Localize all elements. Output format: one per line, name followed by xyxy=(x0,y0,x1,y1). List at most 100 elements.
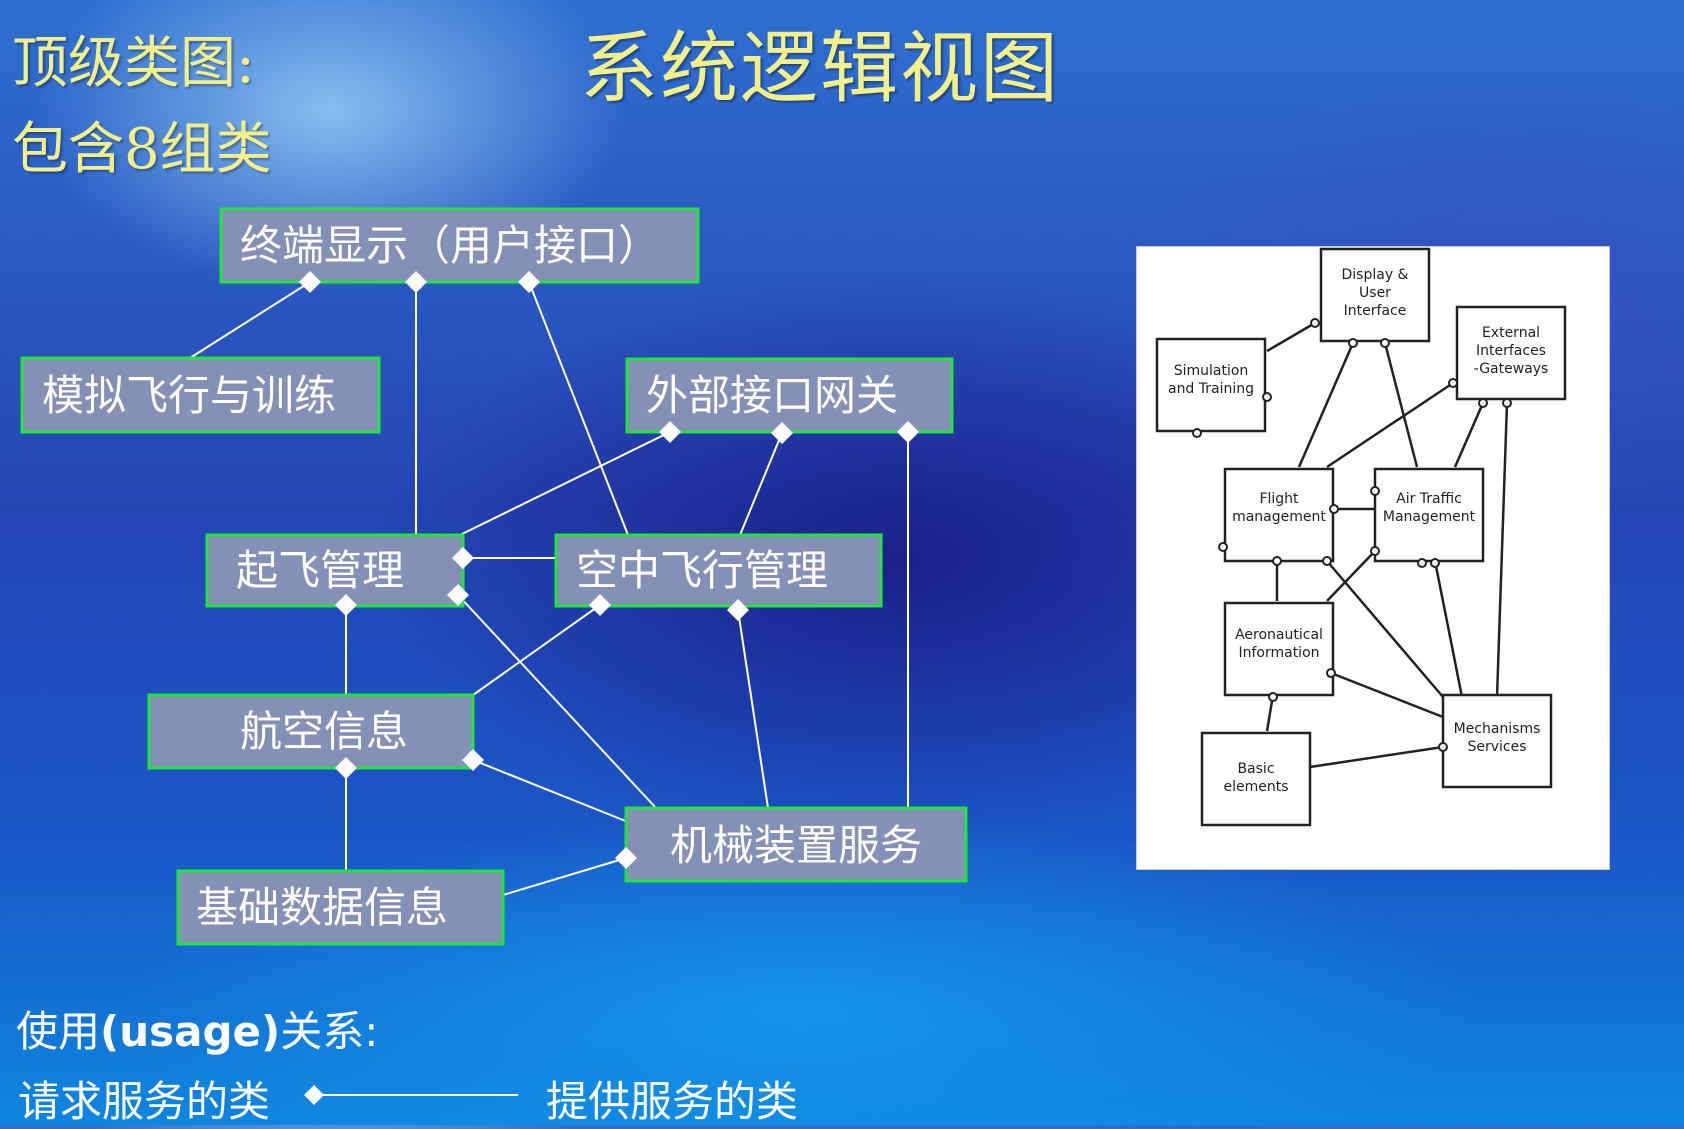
class-diagram: 终端显示（用户接口） 模拟飞行与训练 外部接口网关 起飞管理 空中飞行管理 航空… xyxy=(20,207,968,946)
ref-label-aero-2: Information xyxy=(1238,645,1319,661)
ref-box-mechanisms xyxy=(1441,693,1553,789)
legend-provider-label: 提供服务的类 xyxy=(546,1077,799,1126)
node-label-basic: 基础数据信息 xyxy=(196,883,448,932)
ref-line-1 xyxy=(1266,321,1316,353)
ref-box-display xyxy=(1319,247,1431,343)
ref-label-mechanisms-1: Mechanisms xyxy=(1454,721,1541,737)
ref-line-4 xyxy=(1326,381,1454,469)
connector-inflight-gateway xyxy=(739,432,783,536)
legend-title-usage: (usage) xyxy=(100,1007,281,1056)
diamond-aero-right xyxy=(462,749,484,771)
node-label-inflight: 空中飞行管理 xyxy=(576,546,828,595)
node-mechanism: 机械装置服务 xyxy=(624,806,968,883)
reference-diagram: Display & User Interface Simulation and … xyxy=(1155,247,1567,827)
diamond-takeoff-corner xyxy=(447,584,469,606)
connector-inflight-display xyxy=(528,281,629,536)
ref-port-16 xyxy=(1430,558,1440,568)
node-simulation: 模拟飞行与训练 xyxy=(20,356,381,434)
ref-label-atm-2: Management xyxy=(1383,509,1476,525)
legend-title-prefix: 使用 xyxy=(16,1007,101,1056)
ref-box-flight xyxy=(1223,467,1335,563)
ref-port-1 xyxy=(1310,318,1320,328)
node-label-takeoff: 起飞管理 xyxy=(236,546,404,595)
reference-labels: Display & User Interface Simulation and … xyxy=(1168,267,1548,795)
ref-port-14 xyxy=(1370,546,1380,556)
reference-ports xyxy=(1192,318,1512,752)
node-aero: 航空信息 xyxy=(147,693,475,770)
subtitle-package-count: 包含8组类 xyxy=(12,117,272,182)
ref-line-2 xyxy=(1297,342,1355,468)
node-label-display: 终端显示（用户接口） xyxy=(240,221,660,270)
ref-box-aero xyxy=(1223,601,1335,697)
ref-port-3 xyxy=(1380,338,1390,348)
node-takeoff: 起飞管理 xyxy=(205,533,465,608)
diamond-takeoff-right xyxy=(452,547,474,569)
ref-port-9 xyxy=(1329,504,1339,514)
connector-aero-inflight xyxy=(472,604,601,696)
reference-connectors xyxy=(1265,321,1509,769)
ref-port-5 xyxy=(1192,428,1202,438)
ref-label-atm-1: Air Traffic xyxy=(1396,491,1462,507)
usage-diamonds xyxy=(299,271,919,869)
ref-box-atm xyxy=(1373,467,1485,563)
ref-port-13 xyxy=(1322,556,1332,566)
connector-mechanism-inflight xyxy=(737,609,769,809)
page-title: 系统逻辑视图 xyxy=(580,24,1061,114)
ref-label-external-2: Interfaces xyxy=(1476,343,1546,359)
ref-port-11 xyxy=(1218,542,1228,552)
ref-line-3 xyxy=(1383,342,1419,468)
connector-takeoff-mechanism xyxy=(457,594,657,809)
ref-label-basic-2: elements xyxy=(1223,779,1288,795)
ref-port-18 xyxy=(1268,692,1278,702)
ref-port-2 xyxy=(1348,338,1358,348)
diamond-takeoff-bottom xyxy=(335,594,357,616)
ref-line-5 xyxy=(1453,402,1485,468)
legend-usage-connector xyxy=(304,1085,518,1105)
diamond-mechanism-left xyxy=(615,847,637,869)
connector-aero-mechanism xyxy=(472,759,629,823)
ref-label-simulation-2: and Training xyxy=(1168,381,1254,397)
diamond-gateway-3 xyxy=(897,421,919,443)
ref-port-6 xyxy=(1448,378,1458,388)
ref-box-basic xyxy=(1200,731,1312,827)
subtitle-top-level-diagram: 顶级类图: xyxy=(12,31,255,96)
ref-label-aero-1: Aeronautical xyxy=(1235,627,1323,643)
ref-port-15 xyxy=(1417,558,1427,568)
ref-line-12 xyxy=(1433,560,1464,698)
ref-box-simulation xyxy=(1155,337,1267,433)
node-label-gateway: 外部接口网关 xyxy=(646,371,898,420)
ref-label-display-1: Display & xyxy=(1342,267,1409,283)
legend-title: 使用(usage)关系: xyxy=(16,998,378,1059)
ref-label-mechanisms-2: Services xyxy=(1467,739,1526,755)
ref-box-external xyxy=(1455,305,1567,401)
ref-port-4 xyxy=(1262,392,1272,402)
node-basic: 基础数据信息 xyxy=(176,869,505,946)
reference-diagram-image: Display & User Interface Simulation and … xyxy=(1136,246,1610,870)
diamond-gateway-1 xyxy=(659,421,681,443)
ref-label-flight-2: management xyxy=(1232,509,1326,525)
ref-label-simulation-1: Simulation xyxy=(1174,363,1249,379)
ref-label-basic-1: Basic xyxy=(1237,761,1274,777)
node-label-aero: 航空信息 xyxy=(240,707,408,756)
ref-line-10 xyxy=(1326,560,1444,698)
node-label-simulation: 模拟飞行与训练 xyxy=(42,371,336,420)
diamond-aero-bottom xyxy=(335,757,357,779)
legend-diamond-icon xyxy=(304,1085,324,1105)
ref-line-14 xyxy=(1309,745,1444,769)
ref-label-external-3: -Gateways xyxy=(1474,361,1549,377)
legend-requester-label: 请求服务的类 xyxy=(18,1077,271,1126)
diamond-display-1 xyxy=(299,271,321,293)
diamond-display-3 xyxy=(518,271,540,293)
diamond-gateway-2 xyxy=(771,422,793,444)
ref-line-9 xyxy=(1326,550,1376,602)
ref-label-display-3: Interface xyxy=(1344,303,1407,319)
node-gateway: 外部接口网关 xyxy=(625,357,954,434)
ref-port-8 xyxy=(1502,398,1512,408)
ref-port-19 xyxy=(1438,742,1448,752)
node-inflight: 空中飞行管理 xyxy=(554,533,883,608)
connector-basic-mechanism xyxy=(502,857,627,896)
connectors xyxy=(189,281,909,896)
ref-label-external-1: External xyxy=(1482,325,1540,341)
ref-label-flight-1: Flight xyxy=(1259,491,1299,507)
connector-takeoff-gateway xyxy=(459,431,671,536)
